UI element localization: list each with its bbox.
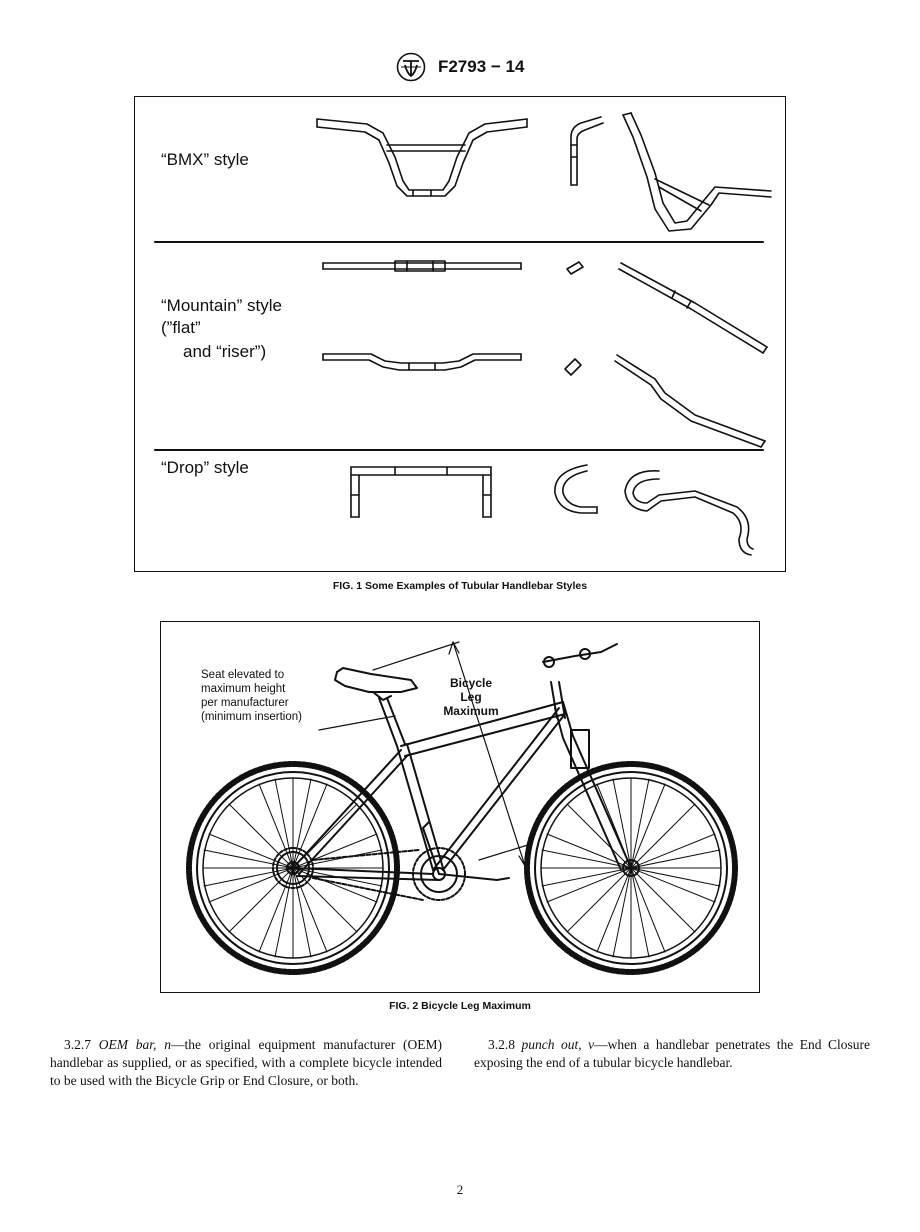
- bicycle-frame-icon: [292, 643, 632, 881]
- figure-2-bicycle-leg-maximum: Seat elevated to maximum height per manu…: [160, 621, 760, 993]
- paragraph-3-2-7: 3.2.7 OEM bar, n—the original equipment …: [50, 1036, 442, 1090]
- definition-text: —when a handlebar penetrates the End Clo…: [474, 1037, 870, 1070]
- drop-bar-perspective-icon: [624, 470, 754, 556]
- figure-1-caption: FIG. 1 Some Examples of Tubular Handleba…: [332, 580, 588, 592]
- drop-bar-side-icon: [554, 464, 598, 514]
- seat-note-line-4: (minimum insertion): [201, 711, 302, 723]
- mountain-flat-label: (”flat”: [161, 318, 201, 337]
- flat-bar-front-icon: [322, 260, 522, 272]
- leg-maximum-measure-icon: [318, 641, 532, 867]
- flat-bar-perspective-icon: [618, 262, 768, 354]
- saddle-icon: [334, 667, 418, 747]
- definition-text: —the original equipment manufacturer (OE…: [50, 1037, 442, 1088]
- flat-bar-side-icon: [566, 261, 584, 275]
- bicycle-illustration: [186, 641, 738, 975]
- handlebar-illustrations: [154, 112, 772, 556]
- figure-2-caption: FIG. 2 Bicycle Leg Maximum: [389, 1000, 531, 1012]
- clause-number: 3.2.7: [64, 1037, 99, 1052]
- astm-logo-icon: [396, 52, 425, 82]
- seat-note-line-2: maximum height: [201, 683, 286, 695]
- drop-bar-front-icon: [350, 466, 492, 518]
- page-header: F2793 − 14: [0, 52, 920, 82]
- seat-note-line-1: Seat elevated to: [201, 669, 285, 681]
- leg-max-label-line-2: Leg: [460, 690, 482, 704]
- standard-designation: F2793 − 14: [437, 57, 525, 76]
- defined-term: OEM bar, n: [98, 1037, 171, 1052]
- riser-bar-perspective-icon: [614, 354, 766, 448]
- riser-bar-side-icon: [564, 358, 582, 376]
- bmx-bar-side-icon: [570, 116, 604, 186]
- paragraph-3-2-8: 3.2.8 punch out, v—when a handlebar pene…: [474, 1036, 870, 1072]
- seat-note-line-3: per manufacturer: [201, 697, 289, 709]
- drop-style-label: “Drop” style: [161, 458, 249, 477]
- leg-max-label-line-1: Bicycle: [449, 676, 493, 690]
- mountain-riser-label: and “riser”): [183, 342, 267, 361]
- bmx-bar-perspective-icon: [622, 112, 772, 232]
- leg-max-label-line-3: Maximum: [443, 704, 499, 718]
- bmx-style-label: “BMX” style: [161, 150, 249, 169]
- clause-number: 3.2.8: [488, 1037, 522, 1052]
- figure-1-handlebar-styles: “BMX” style “Mountain” style (”flat” and…: [134, 96, 786, 572]
- defined-term: punch out, v: [521, 1037, 595, 1052]
- riser-bar-front-icon: [322, 353, 522, 371]
- mountain-style-label: “Mountain” style: [161, 296, 282, 315]
- page-number: 2: [456, 1182, 464, 1197]
- bmx-bar-front-icon: [316, 118, 528, 197]
- crankset-icon: [272, 821, 510, 901]
